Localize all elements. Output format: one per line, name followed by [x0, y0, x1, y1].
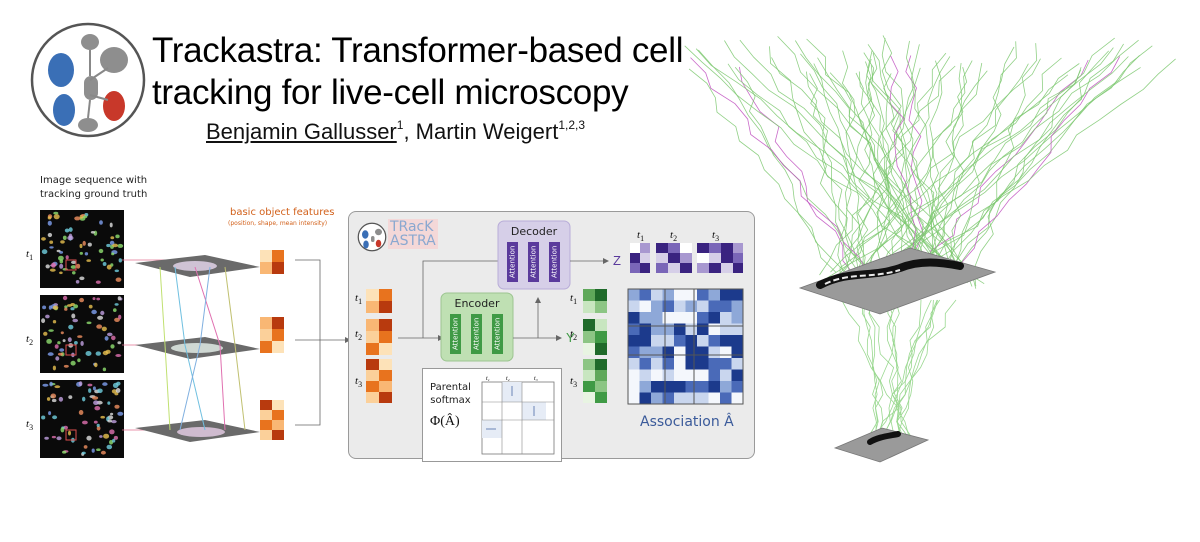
- sequence-label-line-2: tracking ground truth: [40, 189, 148, 200]
- decoder-output-t3: [697, 243, 743, 273]
- encoder-attention-3: Attention: [493, 317, 502, 351]
- features-subtitle: (position, shape, mean intensity): [228, 220, 328, 227]
- logo-cell-red: [103, 91, 125, 121]
- feature-matrices: [260, 250, 351, 440]
- parental-softmax-label: Parental softmax: [430, 382, 471, 406]
- panel-logo-text: TRacK ASTRA: [388, 219, 438, 249]
- stacked-feature-planes: [135, 255, 260, 442]
- panel-logo-icon: [357, 222, 387, 252]
- title-line-1: Trackastra: Transformer-based cell: [152, 31, 684, 70]
- author-separator: ,: [403, 119, 416, 144]
- association-label: Association Â: [640, 414, 734, 430]
- frame-t1: [40, 210, 124, 288]
- trackastra-logo: [30, 22, 146, 138]
- svg-text:t₁: t₁: [486, 376, 490, 382]
- sequence-label-line-1: Image sequence with: [40, 175, 148, 186]
- y-time-t1: t1: [570, 292, 578, 307]
- microscope-plane-lower: [833, 427, 930, 463]
- decoder-attention-2: Attention: [529, 245, 538, 279]
- z-time-t2: t2: [670, 229, 678, 244]
- decoder-output-t2: [656, 243, 692, 273]
- time-label-t3: t3: [26, 418, 34, 433]
- author-1: Benjamin Gallusser: [206, 119, 397, 144]
- output-y-label: Y: [566, 330, 575, 345]
- panel-input-t2: [366, 319, 392, 355]
- panel-input-t1: [366, 289, 392, 313]
- sequence-label: Image sequence with tracking ground trut…: [40, 174, 147, 202]
- y-time-t3: t3: [570, 375, 578, 390]
- authors: Benjamin Gallusser1, Martin Weigert1,2,3: [206, 118, 585, 145]
- encoder-output-t2: [583, 319, 607, 355]
- output-z-label: Z: [613, 253, 621, 268]
- decoder-attention-1: Attention: [508, 245, 517, 279]
- logo-cell-blue-top: [48, 53, 74, 87]
- encoder-label: Encoder: [454, 297, 500, 310]
- decoder-attention-3: Attention: [550, 245, 559, 279]
- title-line-2: tracking for live-cell microscopy: [152, 73, 629, 112]
- author-2-affiliation: 1,2,3: [558, 118, 586, 132]
- logo-cell-blue-bottom: [53, 94, 75, 126]
- association-matrix: [628, 289, 743, 404]
- svg-text:t₂: t₂: [506, 376, 510, 382]
- z-time-t3: t3: [712, 229, 720, 244]
- panel-input-t3: [366, 359, 392, 403]
- encoder-output-t3: [583, 359, 607, 403]
- feature-matrix-t2: [260, 317, 284, 353]
- svg-text:t₃: t₃: [534, 376, 538, 382]
- panel-time-t2: t2: [355, 328, 363, 343]
- feature-matrix-t1: [260, 250, 284, 274]
- model-internals: [366, 220, 744, 405]
- paper-title: Trackastra: Transformer-based cell track…: [152, 30, 683, 114]
- panel-time-t3: t3: [355, 375, 363, 390]
- author-1-affiliation: 1: [396, 118, 404, 132]
- z-time-t1: t1: [637, 229, 645, 244]
- tracking-lineage-3d: [684, 35, 1176, 463]
- time-label-t2: t2: [26, 333, 34, 348]
- encoder-attention-1: Attention: [451, 317, 460, 351]
- y-time-t2: t2: [570, 328, 578, 343]
- panel-time-t1: t1: [355, 292, 363, 307]
- phi-label: Φ(Â): [430, 414, 460, 429]
- author-2: Martin Weigert: [415, 119, 559, 144]
- decoder-output-t1: [630, 243, 650, 273]
- microscopy-frames: [40, 210, 124, 458]
- encoder-attention-2: Attention: [472, 317, 481, 351]
- feature-matrix-t3: [260, 400, 284, 440]
- features-title: basic object features: [230, 207, 335, 218]
- decoder-label: Decoder: [510, 225, 558, 238]
- encoder-output-t1: [583, 289, 607, 313]
- softmax-matrix: t₁ t₂ t₃: [481, 376, 555, 455]
- time-label-t1: t1: [26, 248, 34, 263]
